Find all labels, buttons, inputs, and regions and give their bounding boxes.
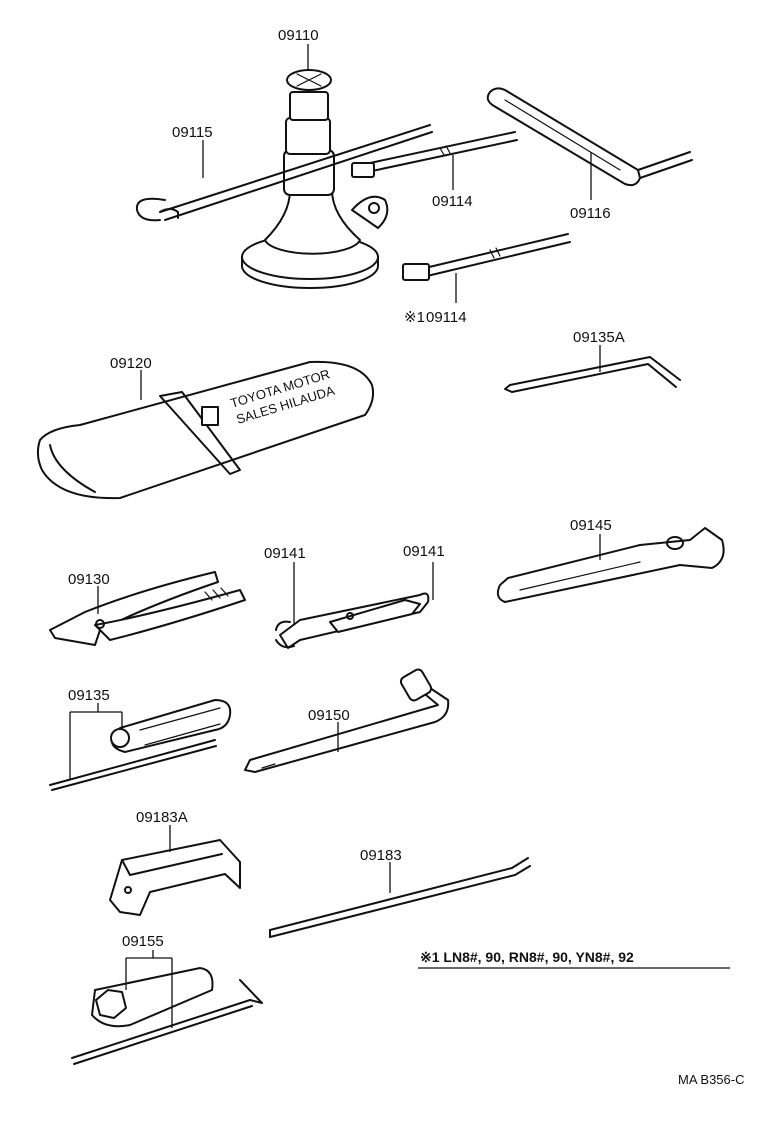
open-wrenches-drawing (275, 592, 430, 649)
footnote-applicability: ※1 LN8#, 90, RN8#, 90, YN8#, 92 (420, 949, 634, 965)
screwdriver-set-drawing (49, 699, 232, 791)
bracket-drawing (109, 839, 241, 916)
label-jack-handle-bar: 09116 (570, 205, 611, 222)
label-tool-bag: 09120 (110, 355, 152, 372)
label-screwdriver-l: 09135A (573, 329, 625, 346)
jack-drawing (241, 69, 389, 289)
jack-handle-a-drawing (351, 131, 518, 178)
label-wheel-nut-wrench: 09150 (308, 707, 350, 724)
label-jack-handle-hook: 09115 (172, 124, 213, 141)
label-jack-handle-a: 09114 (432, 193, 473, 210)
drawing-reference: MA B356-C (678, 1072, 744, 1087)
label-tire-lever: 09183 (360, 847, 402, 864)
screwdriver-l-drawing (504, 356, 681, 393)
label-bracket: 09183A (136, 809, 188, 826)
jack-handle-bar-drawing (486, 87, 693, 187)
label-plug-wrench: 09155 (122, 933, 164, 950)
label-screwdriver-set: 09135 (68, 687, 110, 704)
label-adjustable-wrench: 09145 (570, 517, 612, 534)
label-open-wrench-b: 09141 (403, 543, 445, 560)
label-jack-handle-b: 09114 (426, 309, 467, 326)
adjustable-wrench-drawing (496, 527, 725, 603)
plug-wrench-drawing (71, 967, 263, 1065)
label-jack-handle-b-mark: ※1 (404, 309, 425, 326)
tool-bag-drawing: TOYOTA MOTOR SALES HILAUDA (36, 360, 375, 500)
label-pliers: 09130 (68, 571, 110, 588)
tire-lever-drawing (269, 857, 531, 938)
wheel-nut-wrench-drawing (244, 668, 450, 773)
label-open-wrench-a: 09141 (264, 545, 306, 562)
label-jack: 09110 (278, 27, 319, 44)
jack-handle-b-drawing (402, 233, 571, 281)
jack-handle-hook-drawing (135, 124, 433, 222)
pliers-drawing (49, 571, 246, 646)
